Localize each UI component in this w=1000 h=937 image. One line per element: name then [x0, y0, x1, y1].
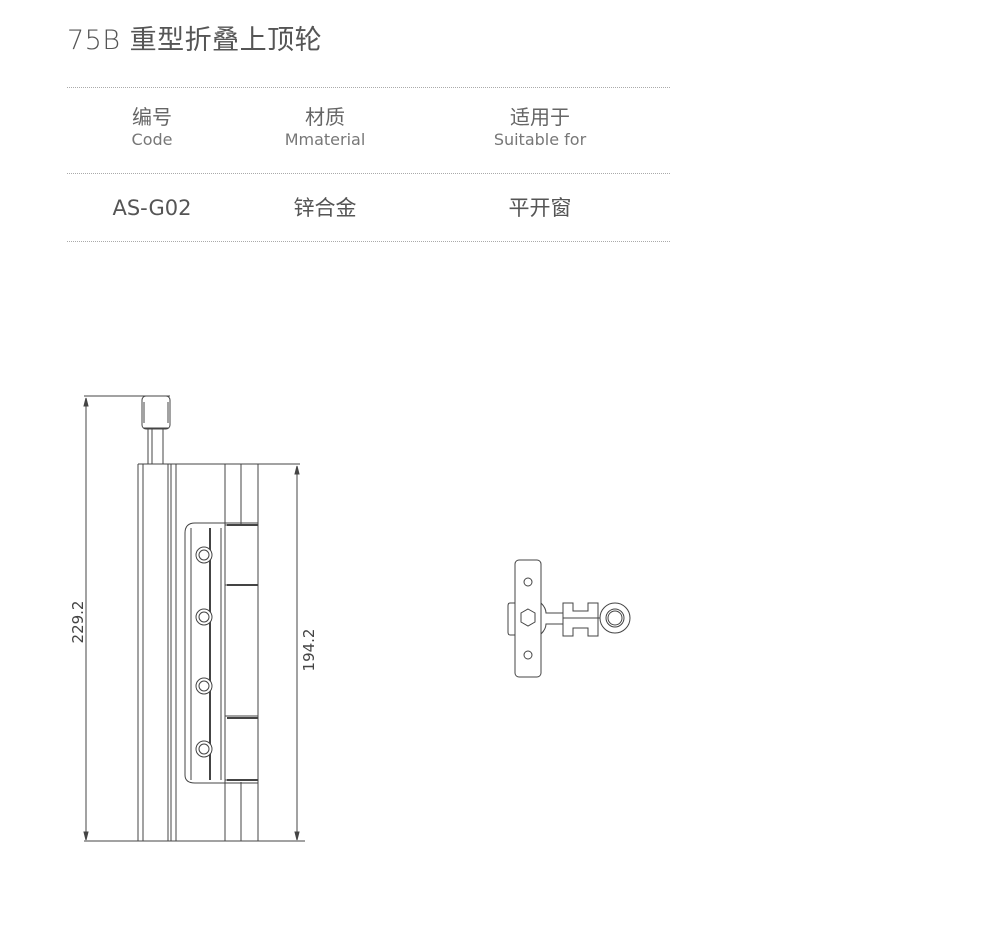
- header-code: 编号 Code: [92, 105, 212, 151]
- top-view: [507, 559, 631, 678]
- header-code-cn: 编号: [132, 105, 172, 129]
- header-suitable-cn: 适用于: [510, 105, 570, 129]
- table-divider-bottom: [67, 241, 670, 242]
- header-material: 材质 Mmaterial: [255, 105, 395, 151]
- table-divider-top: [67, 87, 670, 88]
- front-view: [83, 395, 305, 842]
- header-code-en: Code: [131, 130, 173, 149]
- value-code: AS-G02: [112, 196, 192, 220]
- header-suitable-en: Suitable for: [493, 130, 587, 149]
- value-suitable: 平开窗: [508, 196, 572, 220]
- header-material-en: Mmaterial: [284, 130, 366, 149]
- dimension-body-height: 194.2: [300, 629, 318, 672]
- table-divider-mid: [67, 173, 670, 174]
- dimension-overall-height: 229.2: [69, 601, 87, 644]
- header-material-cn: 材质: [305, 105, 345, 129]
- product-title: 75B 重型折叠上顶轮: [67, 25, 323, 56]
- value-material: 锌合金: [293, 196, 357, 220]
- header-suitable: 适用于 Suitable for: [470, 105, 610, 151]
